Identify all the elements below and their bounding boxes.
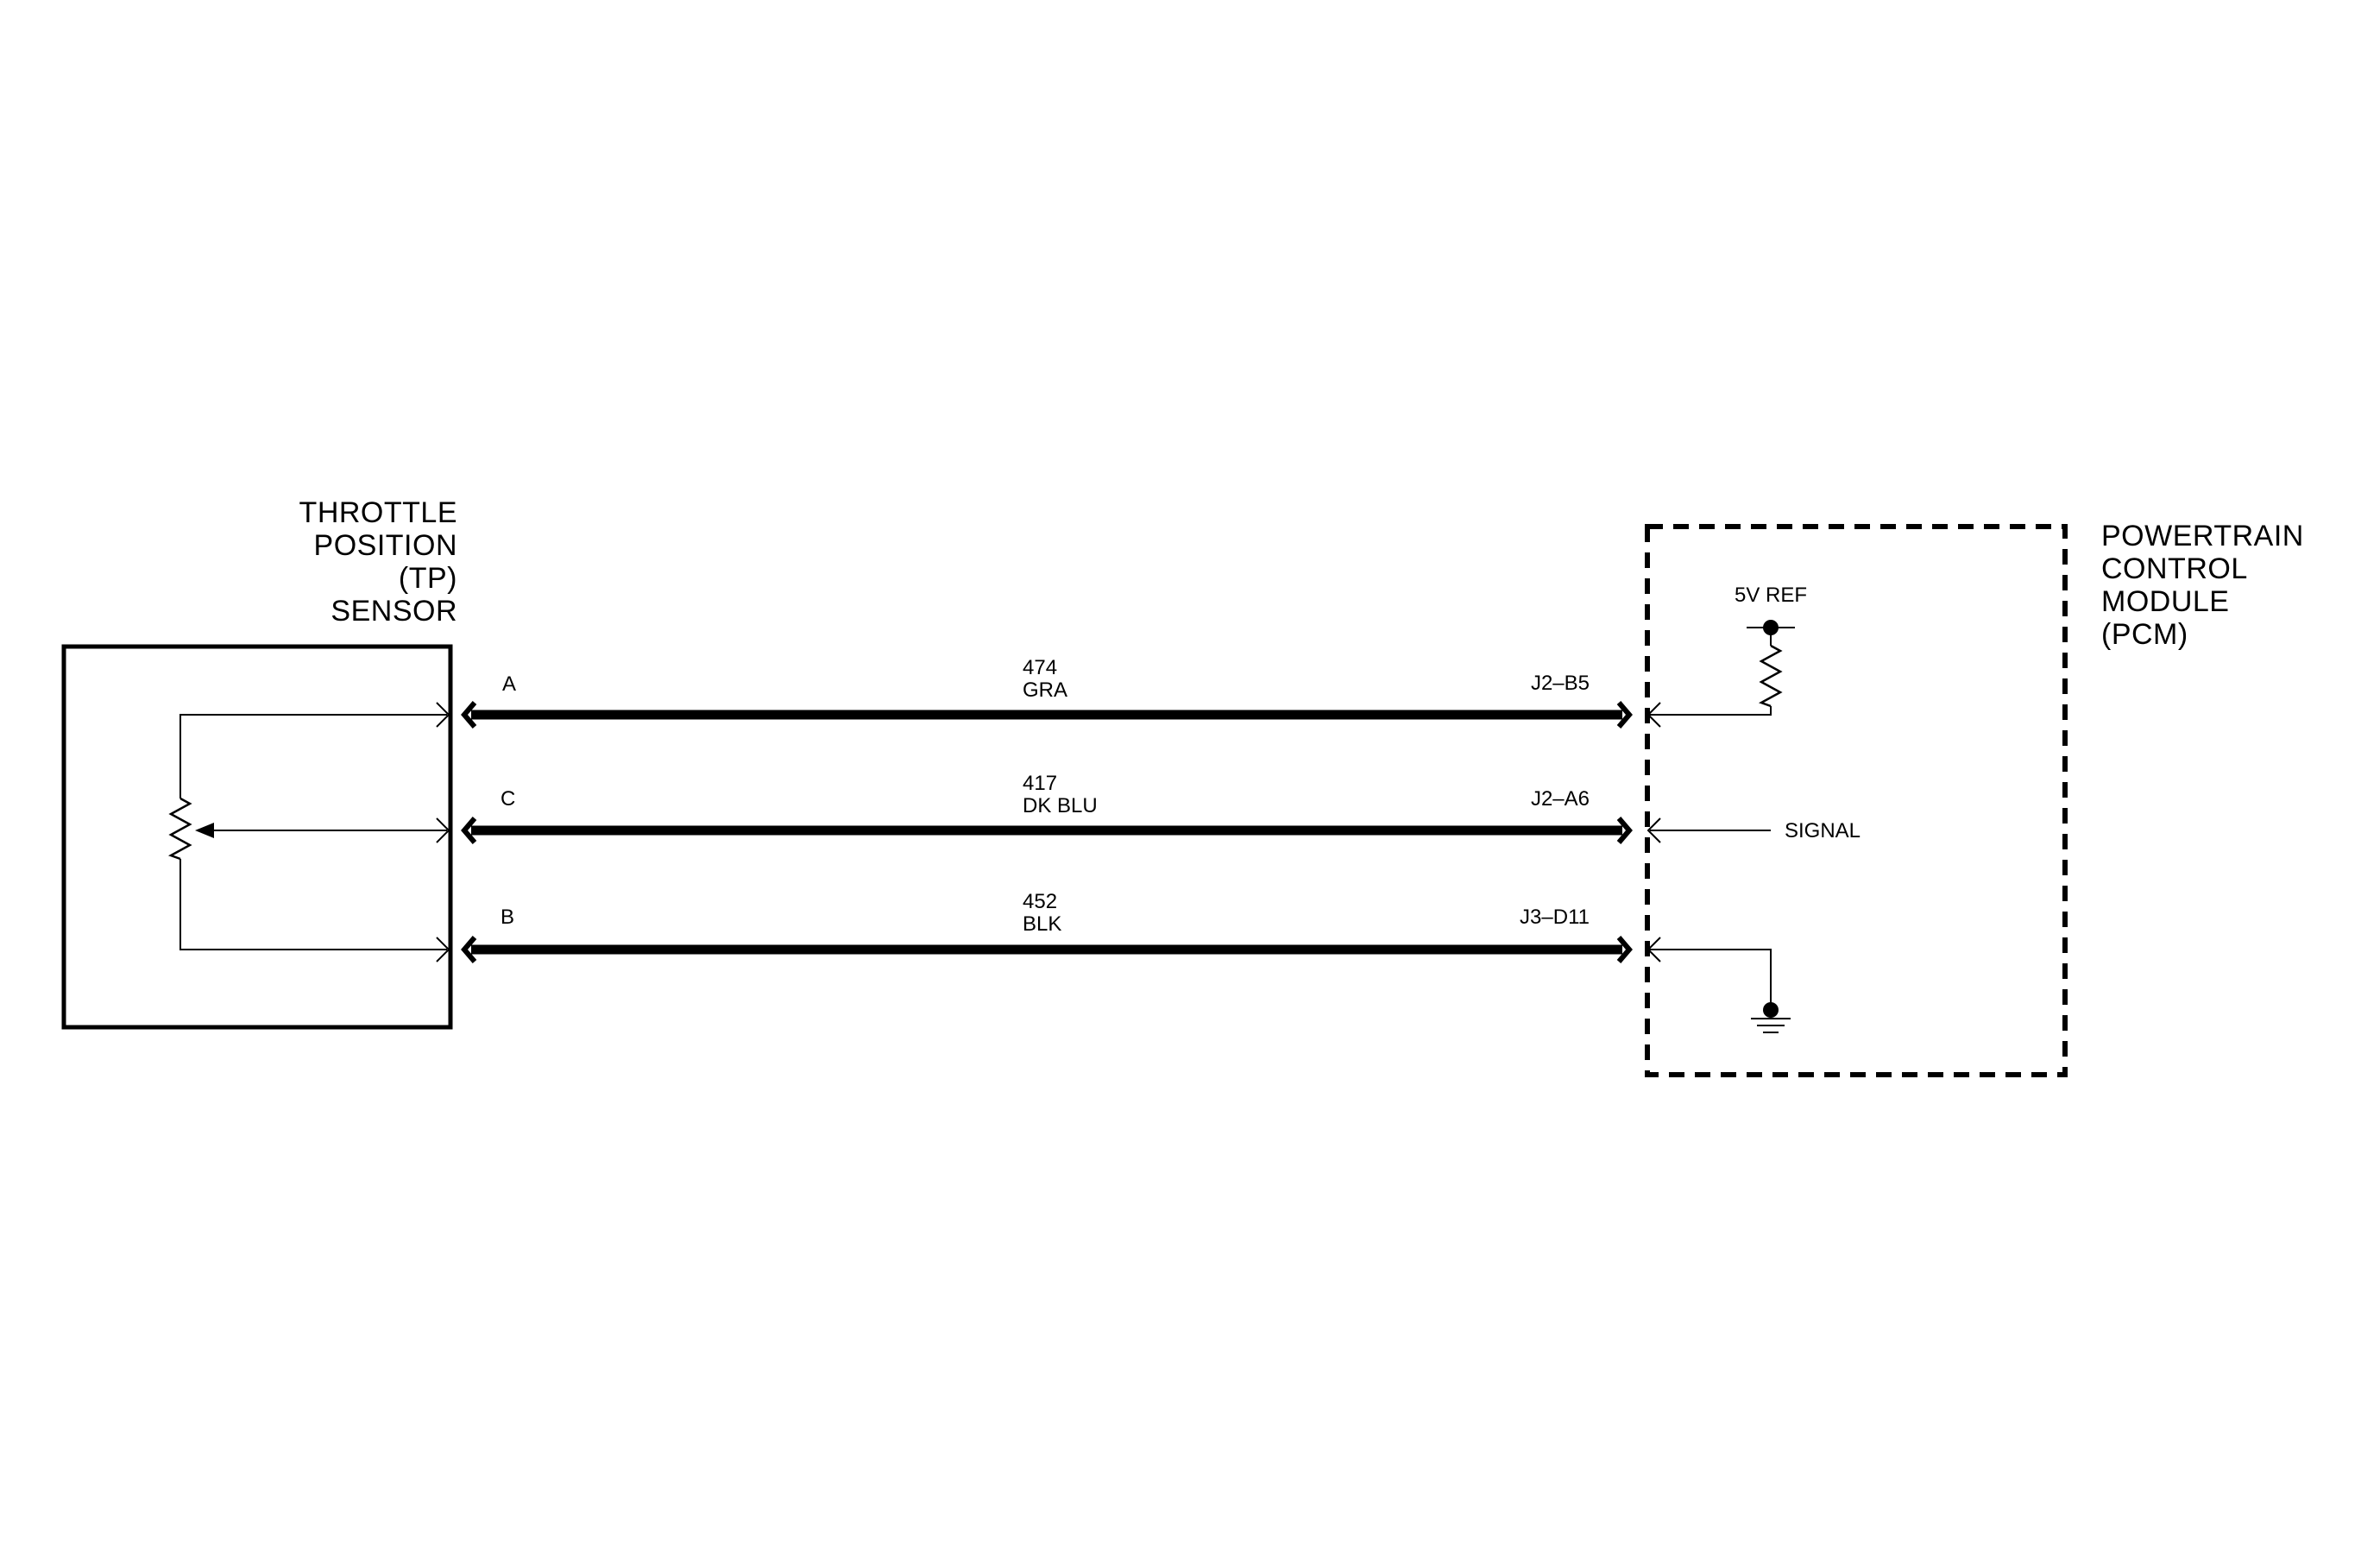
sensor-housing <box>61 644 453 1030</box>
sensor-terminals <box>436 702 450 962</box>
tp-sensor: THROTTLE POSITION (TP) SENSOR <box>61 496 457 1030</box>
wire-474: A 474 GRA J2–B5 <box>461 656 1633 729</box>
wire-417-color: DK BLU <box>1023 794 1098 817</box>
pcm-boundary <box>1645 524 2068 1077</box>
wire-417-module-pin: J2–A6 <box>1531 787 1590 811</box>
wiper-arrow-icon <box>195 823 214 838</box>
wire-452-color: BLK <box>1023 912 1061 936</box>
potentiometer-icon <box>167 797 192 861</box>
sensor-title-line-3: (TP) <box>399 562 457 595</box>
pullup-resistor-icon <box>1758 644 1783 708</box>
pcm-5v-reference-circuit: 5V REF <box>1650 584 1807 716</box>
pcm-title-line-4: (PCM) <box>2101 618 2188 651</box>
wire-474-circuit: 474 <box>1023 656 1057 679</box>
wire-452-left-connector-icon <box>461 936 477 963</box>
wire-474-sensor-pin: A <box>502 672 516 696</box>
pcm-signal-label: SIGNAL <box>1785 819 1861 842</box>
wire-417: C 417 DK BLU J2–A6 <box>461 772 1633 844</box>
wire-474-right-connector-icon <box>1616 701 1633 729</box>
sensor-internal-wiring <box>179 714 447 950</box>
wire-474-color: GRA <box>1023 678 1067 702</box>
pcm-ground-circuit <box>1650 949 1791 1033</box>
wire-452-circuit: 452 <box>1023 890 1057 913</box>
wire-452-sensor-pin: B <box>501 906 514 929</box>
pcm-ground-node-icon <box>1763 1002 1779 1018</box>
pcm-title-line-3: MODULE <box>2101 585 2229 618</box>
sensor-title-line-4: SENSOR <box>331 595 457 628</box>
sensor-title-line-2: POSITION <box>314 529 457 562</box>
wire-474-module-pin: J2–B5 <box>1531 672 1590 695</box>
pcm-5v-ref-label: 5V REF <box>1735 584 1807 607</box>
ground-icon <box>1751 1018 1791 1033</box>
wire-417-left-connector-icon <box>461 817 477 844</box>
sensor-title-line-1: THROTTLE <box>299 496 457 529</box>
wire-417-sensor-pin: C <box>501 787 515 811</box>
wire-417-circuit: 417 <box>1023 772 1057 795</box>
wire-452: B 452 BLK J3–D11 <box>461 890 1633 963</box>
pcm-module: POWERTRAIN CONTROL MODULE (PCM) 5V REF S… <box>1645 520 2304 1077</box>
pcm-terminals <box>1646 702 1661 962</box>
wire-417-right-connector-icon <box>1616 817 1633 844</box>
wire-474-left-connector-icon <box>461 701 477 729</box>
wire-harness: A 474 GRA J2–B5 C 417 DK BLU J2–A6 B 452… <box>461 656 1633 963</box>
wire-452-module-pin: J3–D11 <box>1520 906 1590 929</box>
pcm-title-line-2: CONTROL <box>2101 552 2248 585</box>
pcm-title-line-1: POWERTRAIN <box>2101 520 2304 552</box>
pcm-signal-circuit: SIGNAL <box>1650 819 1861 842</box>
wire-452-right-connector-icon <box>1616 936 1633 963</box>
